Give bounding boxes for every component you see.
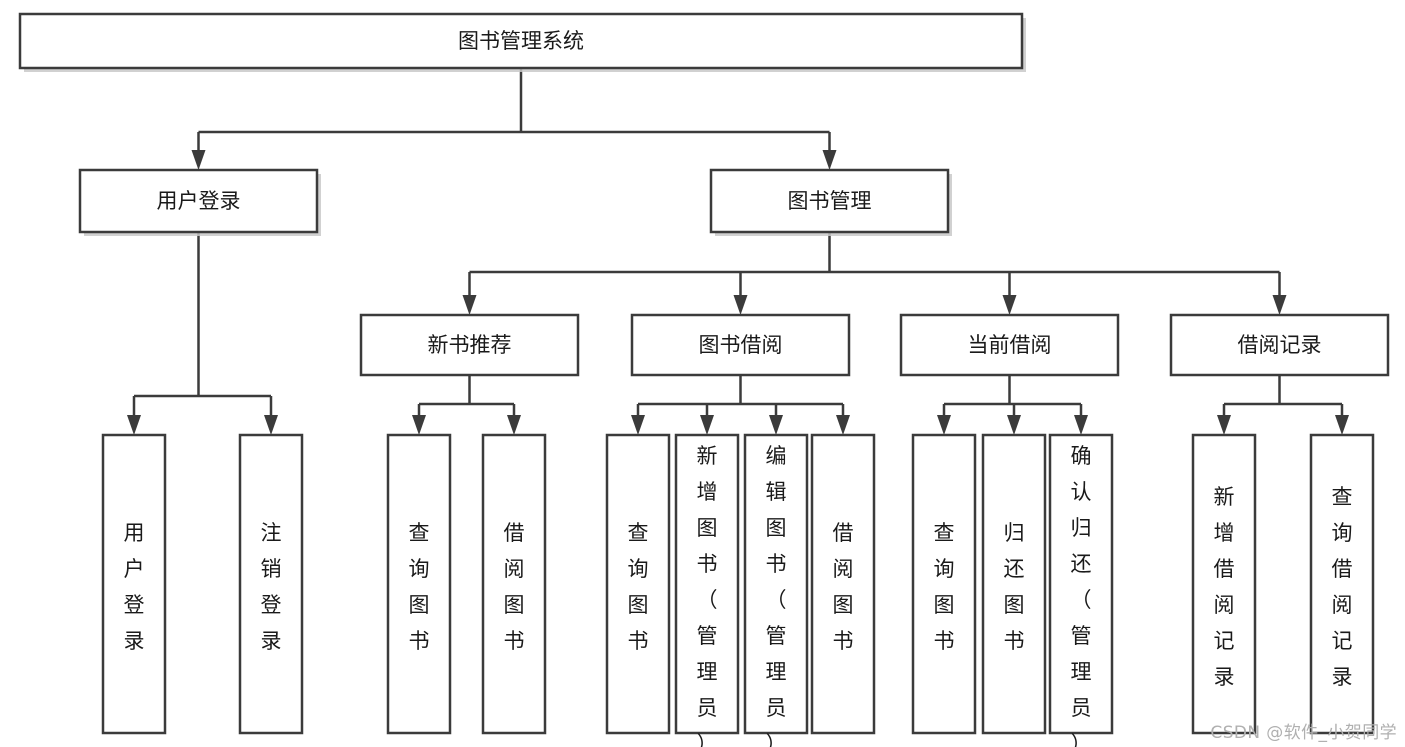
node-label: 用户登录	[124, 521, 145, 653]
node-box[interactable]	[359, 313, 580, 377]
connector-group-user-login	[127, 232, 278, 435]
node-label: 当前借阅	[968, 333, 1052, 357]
arrow-head-icon	[1074, 415, 1088, 435]
node-box[interactable]	[981, 433, 1047, 735]
node-root[interactable]: 图书管理系统	[18, 12, 1026, 72]
connector-group-new-book-rec	[412, 375, 521, 435]
arrow-head-icon	[733, 295, 748, 315]
arrow-head-icon	[1272, 295, 1287, 315]
node-label: 图书管理	[788, 189, 872, 213]
node-label: 查询图书	[628, 521, 649, 653]
node-box[interactable]	[899, 313, 1120, 377]
arrow-head-icon	[127, 415, 141, 435]
node-label: 注销登录	[261, 521, 282, 653]
arrow-head-icon	[1007, 415, 1021, 435]
arrow-head-icon	[1335, 415, 1349, 435]
node-leaf-edit-book[interactable]: 编辑图书（管理员）	[743, 433, 809, 747]
node-label: 编辑图书（管理员）	[766, 444, 787, 747]
node-box[interactable]	[18, 12, 1024, 70]
connector-group-book-manage	[462, 232, 1287, 315]
node-box[interactable]	[911, 433, 977, 735]
node-label: 借阅图书	[504, 521, 525, 653]
node-leaf-borrow-book-1[interactable]: 借阅图书	[481, 433, 547, 735]
node-box[interactable]	[1191, 433, 1257, 735]
node-leaf-user-login[interactable]: 用户登录	[101, 433, 167, 735]
node-label: 用户登录	[157, 189, 241, 213]
node-label: 借阅记录	[1238, 333, 1322, 357]
node-leaf-query-book-2[interactable]: 查询图书	[605, 433, 671, 735]
node-label: 图书借阅	[699, 333, 783, 357]
node-box[interactable]	[101, 433, 167, 735]
node-box[interactable]	[630, 313, 851, 377]
node-leaf-query-record[interactable]: 查询借阅记录	[1309, 433, 1375, 735]
node-leaf-logout[interactable]: 注销登录	[238, 433, 304, 735]
node-box[interactable]	[386, 433, 452, 735]
node-leaf-add-record[interactable]: 新增借阅记录	[1191, 433, 1257, 735]
node-box[interactable]	[810, 433, 876, 735]
arrow-head-icon	[937, 415, 951, 435]
arrow-head-icon	[1217, 415, 1231, 435]
node-box[interactable]	[605, 433, 671, 735]
node-label: 新书推荐	[428, 333, 512, 357]
node-label: 新增借阅记录	[1214, 485, 1235, 689]
node-leaf-add-book[interactable]: 新增图书（管理员）	[674, 433, 740, 747]
node-book-manage[interactable]: 图书管理	[709, 168, 952, 236]
arrow-head-icon	[191, 150, 206, 170]
node-label: 归还图书	[1004, 521, 1025, 653]
node-label: 新增图书（管理员）	[697, 444, 718, 747]
node-leaf-query-book-1[interactable]: 查询图书	[386, 433, 452, 735]
connector-group-root	[191, 68, 837, 170]
node-box[interactable]	[238, 433, 304, 735]
node-leaf-return-book[interactable]: 归还图书	[981, 433, 1047, 735]
arrow-head-icon	[264, 415, 278, 435]
arrow-head-icon	[462, 295, 477, 315]
node-book-borrow[interactable]: 图书借阅	[630, 313, 851, 377]
node-box[interactable]	[78, 168, 319, 234]
arrow-head-icon	[631, 415, 645, 435]
connector-group-borrow-record	[1217, 375, 1349, 435]
node-leaf-confirm-return[interactable]: 确认归还（管理员）	[1048, 433, 1114, 747]
node-borrow-record[interactable]: 借阅记录	[1169, 313, 1390, 377]
arrow-head-icon	[769, 415, 783, 435]
node-box[interactable]	[743, 433, 809, 735]
node-box[interactable]	[1309, 433, 1375, 735]
connector-layer	[127, 68, 1349, 435]
node-box[interactable]	[1048, 433, 1114, 735]
node-label: 图书管理系统	[458, 29, 584, 53]
node-label: 查询借阅记录	[1332, 485, 1353, 689]
node-leaf-query-book-3[interactable]: 查询图书	[911, 433, 977, 735]
node-box[interactable]	[481, 433, 547, 735]
node-label: 查询图书	[934, 521, 955, 653]
node-box[interactable]	[1169, 313, 1390, 377]
node-current-borrow[interactable]: 当前借阅	[899, 313, 1120, 377]
node-leaf-borrow-book-2[interactable]: 借阅图书	[810, 433, 876, 735]
arrow-head-icon	[1002, 295, 1017, 315]
arrow-head-icon	[700, 415, 714, 435]
arrow-head-icon	[412, 415, 426, 435]
connector-group-book-borrow	[631, 375, 850, 435]
node-label: 确认归还（管理员）	[1071, 444, 1092, 747]
node-user-login[interactable]: 用户登录	[78, 168, 321, 236]
connector-group-current-borrow	[937, 375, 1088, 435]
node-new-book-rec[interactable]: 新书推荐	[359, 313, 580, 377]
arrow-head-icon	[822, 150, 837, 170]
arrow-head-icon	[836, 415, 850, 435]
node-box[interactable]	[709, 168, 950, 234]
node-label: 查询图书	[409, 521, 430, 653]
node-layer: 图书管理系统用户登录图书管理新书推荐图书借阅当前借阅借阅记录用户登录注销登录查询…	[18, 12, 1390, 747]
node-label: 借阅图书	[833, 521, 854, 653]
node-box[interactable]	[674, 433, 740, 735]
arrow-head-icon	[507, 415, 521, 435]
